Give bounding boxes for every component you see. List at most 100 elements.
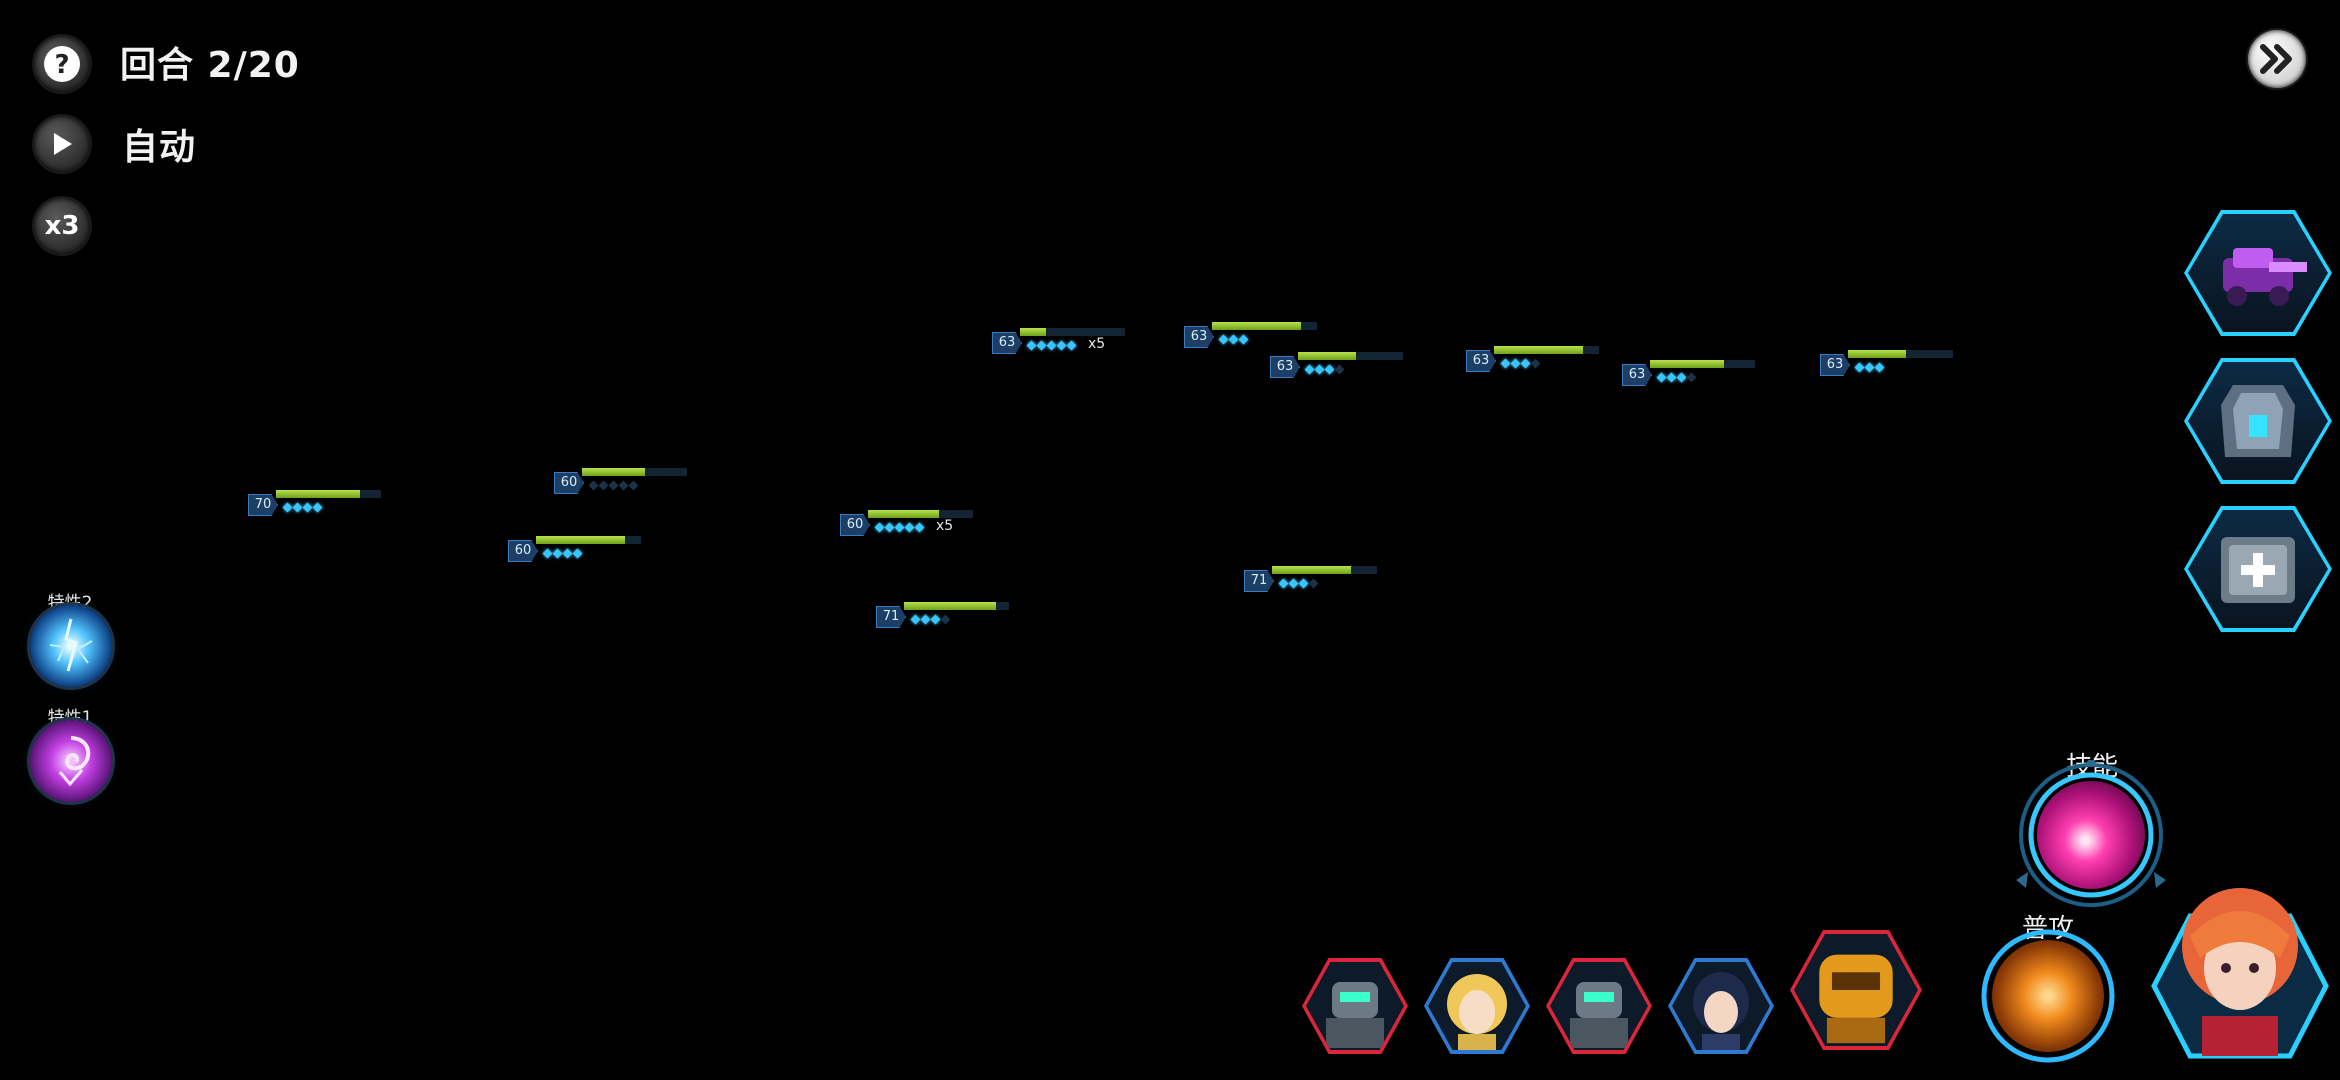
level-badge: 63: [1270, 356, 1300, 378]
pip-icon: [572, 548, 583, 558]
purple-turret-icon: [2223, 248, 2307, 306]
cyber-armor-icon: [2221, 385, 2295, 457]
skip-button[interactable]: [2248, 30, 2306, 88]
pip-icon: [542, 548, 553, 558]
pip-icon: [1314, 364, 1325, 374]
pip-icon: [302, 502, 313, 512]
star-pips: [1026, 340, 1077, 350]
pip-icon: [910, 614, 921, 624]
pip-icon: [1278, 578, 1289, 588]
hero-portrait[interactable]: [1790, 930, 1922, 1050]
speed-button[interactable]: x3: [34, 198, 90, 254]
pip-icon: [1520, 358, 1531, 368]
level-badge: 63: [1466, 350, 1496, 372]
hp-fill: [1650, 360, 1724, 368]
robot-hero-icon: [1326, 982, 1384, 1048]
pip-icon: [1874, 362, 1885, 372]
play-icon: [54, 133, 72, 155]
hero-portrait[interactable]: [1302, 958, 1408, 1054]
hero-portrait[interactable]: [1668, 958, 1774, 1054]
health-bar: 63: [1466, 346, 1601, 372]
round-counter: 回合 2/20: [120, 45, 300, 86]
multiplier-label: x5: [1088, 336, 1106, 352]
pip-icon: [1304, 364, 1315, 374]
pip-icon: [628, 480, 639, 490]
pip-icon: [1864, 362, 1875, 372]
pip-icon: [598, 480, 609, 490]
health-bar: 63: [1270, 352, 1405, 378]
purple-swirl-icon: [58, 736, 91, 787]
level-badge: 71: [876, 606, 906, 628]
skill-ring-icon: [2016, 756, 2166, 907]
item-slot-medkit[interactable]: [2184, 506, 2332, 632]
hp-track: [1298, 352, 1403, 360]
hero-portrait[interactable]: [1546, 958, 1652, 1054]
item-slot-armor[interactable]: [2184, 358, 2332, 484]
pip-icon: [1324, 364, 1335, 374]
hp-fill: [276, 490, 360, 498]
pip-icon: [884, 522, 895, 532]
active-hero-portrait[interactable]: [2150, 876, 2330, 1066]
item-slot-turret[interactable]: [2184, 210, 2332, 336]
auto-label: 自动: [122, 127, 197, 168]
pip-icon: [312, 502, 323, 512]
fast-forward-icon: [2260, 44, 2292, 74]
health-bar: 71: [1244, 566, 1379, 592]
hp-track: [904, 602, 1009, 610]
attack-ring-icon: [1981, 929, 2115, 1063]
pip-icon: [1666, 372, 1677, 382]
pip-icon: [1656, 372, 1667, 382]
hp-track: [536, 536, 641, 544]
pip-icon: [282, 502, 293, 512]
star-pips: [588, 480, 639, 490]
multiplier-label: x5: [936, 518, 954, 534]
hero-portrait[interactable]: [1424, 958, 1530, 1054]
trait-1-button[interactable]: [30, 720, 112, 802]
hp-track: [1650, 360, 1755, 368]
pip-icon: [920, 614, 931, 624]
attack-button[interactable]: [1980, 928, 2116, 1064]
pip-icon: [1334, 364, 1345, 374]
pip-icon: [1510, 358, 1521, 368]
golden-mech-hero-icon: [1819, 954, 1893, 1044]
trait-2-button[interactable]: [30, 605, 112, 687]
pip-icon: [608, 480, 619, 490]
level-badge: 70: [248, 494, 278, 516]
hp-fill: [582, 468, 645, 476]
pip-icon: [292, 502, 303, 512]
pip-icon: [1036, 340, 1047, 350]
hp-track: [1848, 350, 1953, 358]
pip-icon: [940, 614, 951, 624]
health-bar: 63: [1622, 360, 1757, 386]
level-badge: 71: [1244, 570, 1274, 592]
pip-icon: [894, 522, 905, 532]
pip-icon: [874, 522, 885, 532]
star-pips: [1500, 358, 1541, 368]
star-pips: [1854, 362, 1885, 372]
speed-label: x3: [44, 211, 80, 241]
star-pips: [1304, 364, 1345, 374]
pip-icon: [930, 614, 941, 624]
pip-icon: [618, 480, 629, 490]
hp-fill: [904, 602, 997, 610]
star-pips: [874, 522, 925, 532]
auto-play-button[interactable]: [34, 116, 90, 172]
pip-icon: [904, 522, 915, 532]
pip-icon: [1298, 578, 1309, 588]
hp-track: [1212, 322, 1317, 330]
hp-track: [1494, 346, 1599, 354]
health-bar: 60: [554, 468, 689, 494]
hp-track: [1020, 328, 1125, 336]
pip-icon: [588, 480, 599, 490]
star-pips: [910, 614, 951, 624]
help-button[interactable]: ?: [34, 36, 90, 92]
hp-fill: [1298, 352, 1356, 360]
pip-icon: [1308, 578, 1319, 588]
pip-icon: [1218, 334, 1229, 344]
red-hair-hero-icon: [2151, 888, 2329, 1059]
star-pips: [282, 502, 323, 512]
skill-button[interactable]: [2016, 756, 2166, 910]
pip-icon: [1500, 358, 1511, 368]
